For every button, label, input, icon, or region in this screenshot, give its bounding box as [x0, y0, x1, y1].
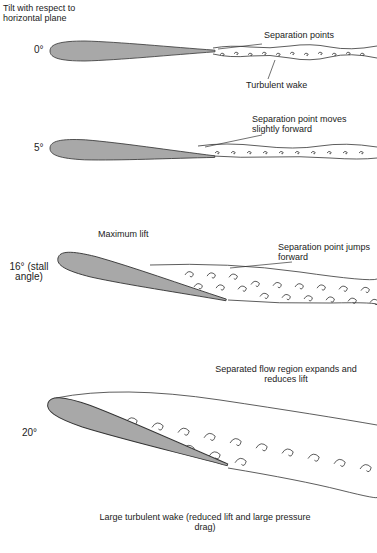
wake-curl [230, 439, 241, 446]
callout-label: Maximum lift [98, 229, 149, 239]
wake-curl [295, 284, 303, 289]
airfoil-0 [50, 41, 215, 61]
callout-label: Turbulent wake [246, 80, 307, 90]
wake-curl [178, 428, 189, 435]
wake-curl [251, 281, 259, 286]
wake-curl [332, 53, 336, 56]
wake-curl [360, 465, 371, 472]
wake-curl [234, 52, 238, 55]
wake-curl [334, 459, 345, 466]
wake-curl [229, 274, 237, 279]
wake-curl [260, 293, 268, 298]
callout-label: Separation point jumps forward [278, 242, 374, 262]
airfoil-5 [49, 138, 215, 167]
wake-curl [220, 53, 224, 56]
wake-curl [262, 52, 266, 55]
wake-curl [207, 273, 215, 278]
wake-curl [295, 151, 299, 154]
wake-curl [247, 151, 251, 154]
wake-curl [273, 282, 281, 287]
wake-curl [317, 285, 325, 290]
wake-curl [194, 284, 202, 289]
airfoil-20 [44, 392, 231, 476]
angle-label: 0° [34, 45, 44, 55]
wake-curl [304, 53, 308, 56]
wake-curl [339, 286, 347, 291]
wake-curl [308, 454, 319, 461]
wake-curl [152, 423, 163, 430]
wake-20 [56, 392, 377, 498]
angle-label: 16° (stall angle) [2, 262, 56, 282]
wake-curl [282, 294, 290, 299]
wake-curl [231, 151, 235, 154]
callout-label: Separation point moves slightly forward [252, 114, 372, 134]
angle-label: 5° [34, 143, 44, 153]
wake-curl [343, 151, 347, 154]
wake-curl [360, 53, 364, 56]
wake-curl [318, 52, 322, 55]
wake-curl [235, 458, 246, 465]
wake-curl [276, 53, 280, 56]
wake-curl [185, 272, 193, 277]
wake-curl [256, 444, 267, 451]
wake-curl [290, 52, 294, 55]
wake-curl [327, 151, 331, 154]
wake-curl [311, 151, 315, 154]
angle-label: 20° [22, 428, 37, 438]
wake-curl [279, 151, 283, 154]
callout-label: Separation points [264, 30, 334, 40]
wake-curl [361, 287, 369, 292]
wake-curl [204, 433, 215, 440]
wake-curl [370, 299, 377, 304]
wake-curl [359, 151, 363, 154]
wake-5 [198, 144, 377, 159]
wake-curl [215, 151, 219, 154]
wake-curl [304, 296, 312, 301]
wake-curl [238, 286, 246, 291]
wake-curl [216, 285, 224, 290]
airfoil-16 [55, 248, 228, 310]
axis-note: Tilt with respect to horizontal plane [3, 3, 103, 23]
wake-0 [213, 45, 377, 60]
wake-curl [263, 151, 267, 154]
wake-curl [248, 53, 252, 56]
wake-curl [282, 449, 293, 456]
wake-curl [326, 297, 334, 302]
callout-label: Separated flow region expands and reduce… [200, 364, 372, 384]
wake-curl [348, 298, 356, 303]
callout-label: Large turbulent wake (reduced lift and l… [95, 512, 315, 532]
wake-curl [346, 52, 350, 55]
leader-lines [205, 44, 292, 268]
